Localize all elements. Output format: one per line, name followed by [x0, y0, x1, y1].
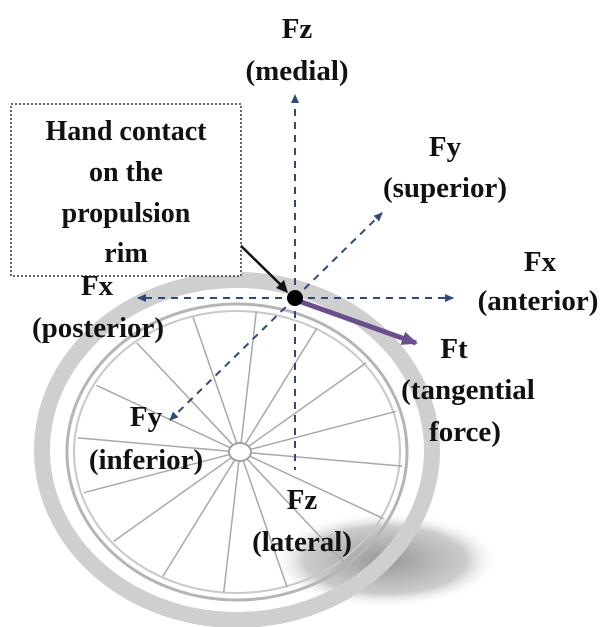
fy-axis-up: [294, 212, 383, 299]
ft-direction-line-1: (tangential: [401, 374, 535, 406]
fz-medial-direction-label: (medial): [245, 55, 348, 87]
callout-line-4: rim: [104, 238, 148, 269]
wheel-spoke: [247, 362, 367, 448]
wheel-spoke: [249, 410, 397, 451]
fy-inferior-axis-label: Fy: [130, 401, 163, 433]
wheel-spoke: [113, 456, 233, 542]
wheel-spoke: [242, 459, 288, 588]
fx-posterior-direction-label: (posterior): [32, 312, 164, 344]
wheel-spoke: [136, 342, 235, 447]
fy-inferior-direction-label: (inferior): [89, 444, 203, 476]
wheel: [34, 272, 440, 627]
wheel-spokes: [77, 311, 403, 593]
propulsion-rim: [65, 302, 409, 602]
callout-line-1: Hand contact: [46, 116, 208, 147]
wheel-spoke: [248, 455, 384, 520]
fx-posterior-axis-label: Fx: [81, 270, 114, 302]
hand-contact-point: [287, 290, 303, 306]
fx-anterior-axis-label: Fx: [524, 246, 557, 278]
ft-direction-line-2: force): [429, 416, 501, 448]
wheel-tire: [34, 272, 440, 627]
fy-superior-axis-label: Fy: [429, 131, 462, 163]
hand-contact-callout: Hand contact on the propulsion rim: [10, 103, 242, 277]
wheel-spoke: [162, 458, 236, 577]
callout-line-3: propulsion: [62, 198, 191, 229]
callout-leader: [237, 242, 285, 289]
wheel-spoke: [77, 437, 231, 452]
wheel-spoke: [249, 452, 403, 467]
callout-box: [10, 103, 242, 277]
fy-superior-direction-label: (superior): [383, 172, 507, 204]
fz-medial-axis-label: Fz: [282, 13, 313, 45]
callout-leader-arrowhead: [276, 280, 288, 293]
tangential-force-arrow: [295, 297, 418, 346]
wheel-hub: [228, 442, 252, 462]
force-axes: [137, 94, 454, 470]
wheel-spoke: [192, 316, 238, 445]
fz-lateral-axis-label: Fz: [287, 484, 318, 516]
wheel-spoke: [240, 311, 258, 445]
ft-axis-label: Ft: [440, 333, 468, 365]
callout-line-2: on the: [89, 157, 163, 188]
wheel-spoke: [245, 457, 344, 562]
fz-lateral-direction-label: (lateral): [252, 526, 352, 558]
wheel-spoke: [222, 459, 240, 593]
fy-axis-down: [169, 297, 296, 421]
wheel-spoke: [83, 453, 231, 494]
wheel-spoke: [96, 384, 232, 449]
inner-rim: [73, 310, 401, 594]
wheel-spoke: [244, 327, 318, 446]
fx-anterior-direction-label: (anterior): [478, 285, 599, 317]
